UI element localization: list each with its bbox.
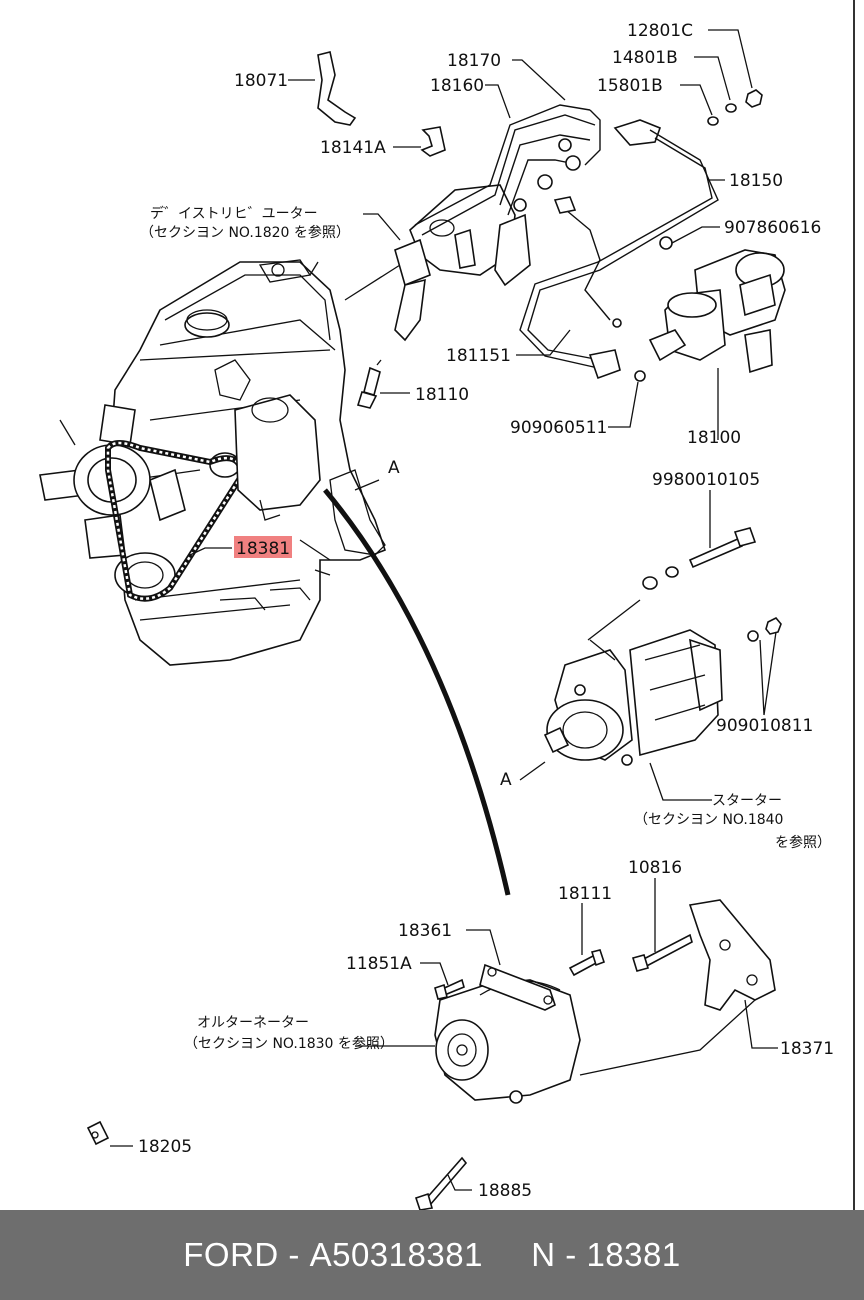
label-12801C: 12801C: [627, 21, 693, 41]
parts-diagram: 12801C 14801B 15801B 18170 18160 18071 1…: [39, 21, 834, 1210]
engine-alternator-drawing: [234, 394, 321, 521]
note-alternator-title: オルターネーター: [197, 1015, 309, 1031]
label-18361: 18361: [398, 921, 452, 941]
label-14801B: 14801B: [612, 48, 678, 68]
caption-brand: FORD: [183, 1236, 279, 1273]
label-907860616: 907860616: [724, 218, 821, 238]
caption-part-number: 18381: [586, 1236, 681, 1273]
note-distributor-title: デ゛イストリヒ゛ユーター: [150, 205, 318, 222]
note-distributor-section: （セクシヨン NO.1820 を参照）: [140, 224, 350, 241]
label-181151: 181151: [446, 346, 511, 366]
label-18100: 18100: [687, 428, 741, 448]
label-18071: 18071: [234, 71, 288, 91]
caption-separator: -: [555, 1236, 587, 1273]
label-18160: 18160: [430, 76, 484, 96]
note-starter-title: スターター: [712, 793, 782, 809]
caption-prefix: N: [531, 1236, 556, 1273]
label-18111: 18111: [558, 884, 612, 904]
cooling-fan-drawing: [39, 404, 241, 598]
caption-part-code: A50318381: [309, 1236, 483, 1273]
reference-letter-a-starter: A: [500, 770, 512, 790]
connection-arrow: [323, 488, 511, 896]
note-starter-section: （セクシヨン NO.1840: [634, 812, 783, 828]
label-909010811: 909010811: [716, 716, 813, 736]
clip-bracket-drawing: [317, 51, 446, 157]
label-18205: 18205: [138, 1137, 192, 1157]
ignition-cables-drawing: [414, 104, 719, 380]
ignition-coil-drawing: [634, 236, 786, 382]
label-11851A: 11851A: [346, 954, 412, 974]
note-alternator-section: （セクシヨン NO.1830 を参照）: [184, 1035, 394, 1052]
highlight-18381: [234, 536, 292, 558]
starter-motor-drawing: [543, 599, 723, 766]
part-caption-bar: FORD - A50318381 N - 18381: [0, 1210, 864, 1300]
label-15801B: 15801B: [597, 76, 663, 96]
alternator-bolts-drawing: [86, 933, 693, 1210]
spark-plug-drawing: [356, 359, 382, 409]
label-18141A: 18141A: [320, 138, 386, 158]
nut-washer-drawing: [707, 89, 763, 126]
label-18150: 18150: [729, 171, 783, 191]
part-labels: 12801C 14801B 15801B 18170 18160 18071 1…: [138, 21, 834, 1201]
caption-gap: [483, 1236, 531, 1274]
label-10816: 10816: [628, 858, 682, 878]
leader-lines: [110, 29, 778, 1191]
alternator-drawing: [434, 963, 581, 1104]
adjusting-bracket-drawing: [579, 899, 776, 1076]
reference-letter-a-engine: A: [388, 458, 400, 478]
label-9980010105: 9980010105: [652, 470, 760, 490]
distributor-drawing: [344, 184, 531, 342]
label-18170: 18170: [447, 51, 501, 71]
label-18110: 18110: [415, 385, 469, 405]
label-909060511: 909060511: [510, 418, 607, 438]
starter-bolts-drawing: [642, 527, 782, 642]
label-18885: 18885: [478, 1181, 532, 1201]
label-18381: 18381: [236, 539, 290, 559]
label-18371: 18371: [780, 1039, 834, 1059]
caption-separator: -: [278, 1236, 310, 1273]
reference-notes: デ゛イストリヒ゛ユーター （セクシヨン NO.1820 を参照） スターター （…: [140, 205, 831, 1052]
page-border: [853, 0, 855, 1210]
note-starter-refer: を参照）: [775, 834, 831, 851]
